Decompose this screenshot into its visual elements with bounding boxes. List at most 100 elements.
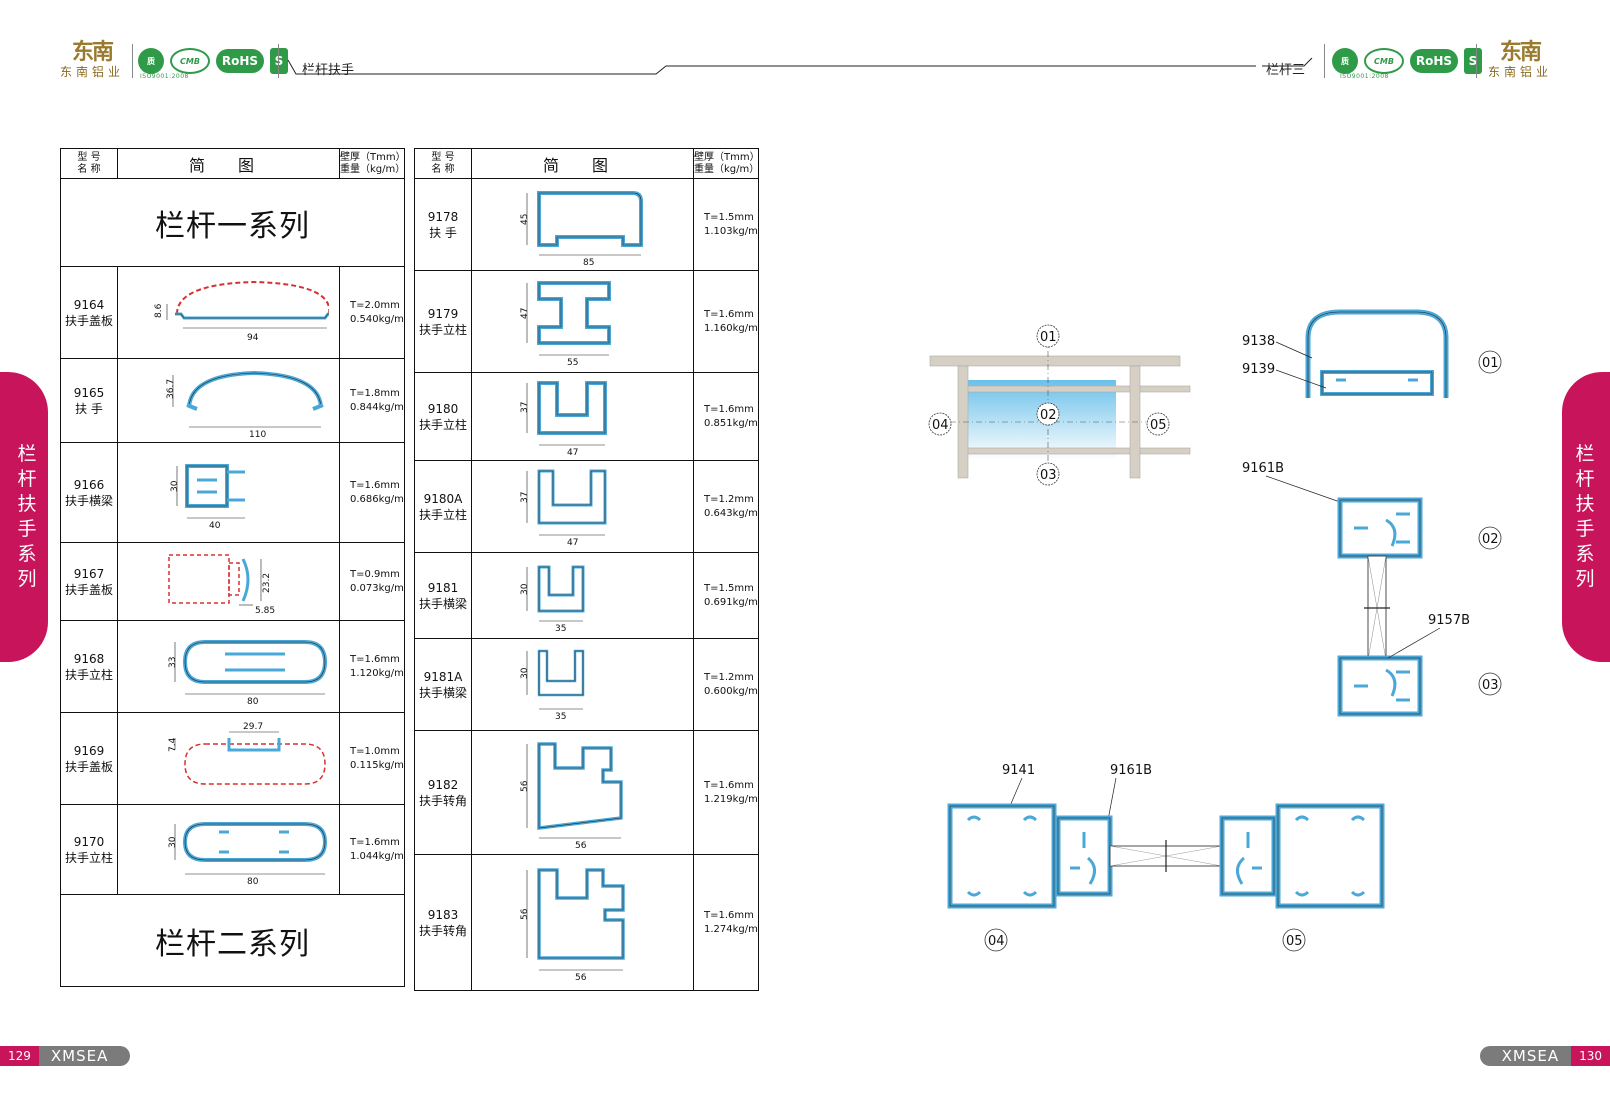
profile-name: 扶手转角 [418,923,467,938]
dim-label: 35 [555,712,566,722]
profile-9169-drawing: 29.7 7.4 [168,722,326,785]
section-01-handrail: 9138 9139 01 [1242,309,1502,398]
header-code-cell: 型 号 名 称 [414,148,472,179]
profile-code: 9165 [73,385,105,400]
dim-label: 40 [209,521,221,531]
cmb-badge-icon: CMB [170,48,210,74]
s-badge-icon: S [1464,48,1482,74]
profile-9178-drawing: 45 85 [520,190,643,268]
profile-name: 扶手转角 [418,793,467,808]
s-badge-icon: S [270,48,288,74]
rail [959,447,1191,455]
quality-badge-icon: 质 [1332,48,1358,74]
wall-thickness: T=1.6mm [350,653,400,665]
brand-logo: 东南 [71,39,114,65]
side-tab-right: 栏杆扶手系列 [1562,372,1610,662]
callout-label: 02 [1040,408,1057,423]
dim-label: 56 [575,973,587,983]
profile-code: 9169 [73,743,105,758]
header-thickness: 壁厚（Tmm） [694,151,760,163]
profile-figure: 30 80 [117,804,340,895]
callout-label: 04 [932,418,949,433]
profile-9182-drawing: 56 56 [520,741,623,851]
cmb-badge-icon: CMB [1364,48,1404,74]
profile-figure: 47 55 [471,270,694,373]
wall-thickness: T=1.5mm [704,582,754,594]
header-name: 名 称 [77,163,101,175]
weight: 0.844kg/m [350,401,404,413]
profile-figure: 33 80 [117,620,340,713]
profile-figure: 8.6 94 [117,266,340,359]
weight: 0.851kg/m [704,417,758,429]
dim-label: 80 [247,877,259,887]
weight: 0.686kg/m [350,493,404,505]
dim-label: 47 [567,538,578,548]
profile-code: 9180A [423,491,463,506]
header-diagram: 简 图 [117,148,340,179]
profile-9167-drawing: 23.2 5.85 [167,553,275,616]
profile-name: 扶手横梁 [418,685,467,700]
weight: 1.274kg/m [704,923,758,935]
profile-code: 9179 [427,306,459,321]
header-weight: 重量（kg/m） [694,163,760,175]
wall-thickness: T=1.2mm [704,493,754,505]
iso-text-left: ISO9001:2008 [140,73,189,80]
profile-9181-drawing: 30 35 [520,565,584,634]
weight: 0.600kg/m [704,685,758,697]
profile-9180-drawing: 37 47 [520,380,607,458]
profile-figure: 56 56 [471,730,694,855]
series-title-1: 栏杆一系列 [60,178,405,267]
dim-label: 5.85 [255,606,275,616]
dim-label: 37 [520,401,530,412]
weight: 1.120kg/m [350,667,404,679]
footer-brand: XMSEA [50,1047,109,1065]
spec-cell: T=1.6mm 1.120kg/m [339,620,405,713]
rail [959,385,1191,393]
dim-label: 23.2 [262,572,272,592]
page-number-right: 130 [1571,1046,1610,1066]
profile-9183-drawing: 56 56 [520,867,625,983]
dim-label: 47 [520,307,530,318]
profile-code: 9170 [73,834,105,849]
footer-brand: XMSEA [1501,1047,1560,1065]
side-tab-label: 栏杆扶手系列 [17,443,37,590]
footer-right: XMSEA 130 [1480,1046,1610,1066]
wall-thickness: T=1.6mm [704,909,754,921]
profile-name: 扶手立柱 [64,667,113,682]
weight: 0.073kg/m [350,582,404,594]
section-callout: 03 [1482,678,1499,693]
glass-panel [960,380,1116,460]
weight: 0.540kg/m [350,313,404,325]
dim-label: 8.6 [154,303,164,318]
header-spec-cell: 壁厚（Tmm） 重量（kg/m） [693,148,760,179]
profile-code: 9166 [73,477,105,492]
dim-label: 55 [567,358,578,368]
wall-thickness: T=2.0mm [350,299,400,311]
profile-code: 9167 [73,566,105,581]
header-code-cell: 型 号 名 称 [60,148,118,179]
footer-left: 129 XMSEA [0,1046,130,1066]
dim-label: 56 [520,908,530,920]
weight: 1.103kg/m [704,225,758,237]
profile-code: 9181 [427,580,459,595]
profile-name: 扶手盖板 [64,759,113,774]
weight: 0.115kg/m [350,759,404,771]
profile-figure: 30 40 [117,442,340,543]
page-number-left: 129 [0,1046,39,1066]
callout-label: 05 [1150,418,1167,433]
spec-cell: T=2.0mm 0.540kg/m [339,266,405,359]
series-row: 栏杆二系列 [60,894,405,987]
weight: 1.219kg/m [704,793,758,805]
dim-label: 94 [247,333,259,343]
